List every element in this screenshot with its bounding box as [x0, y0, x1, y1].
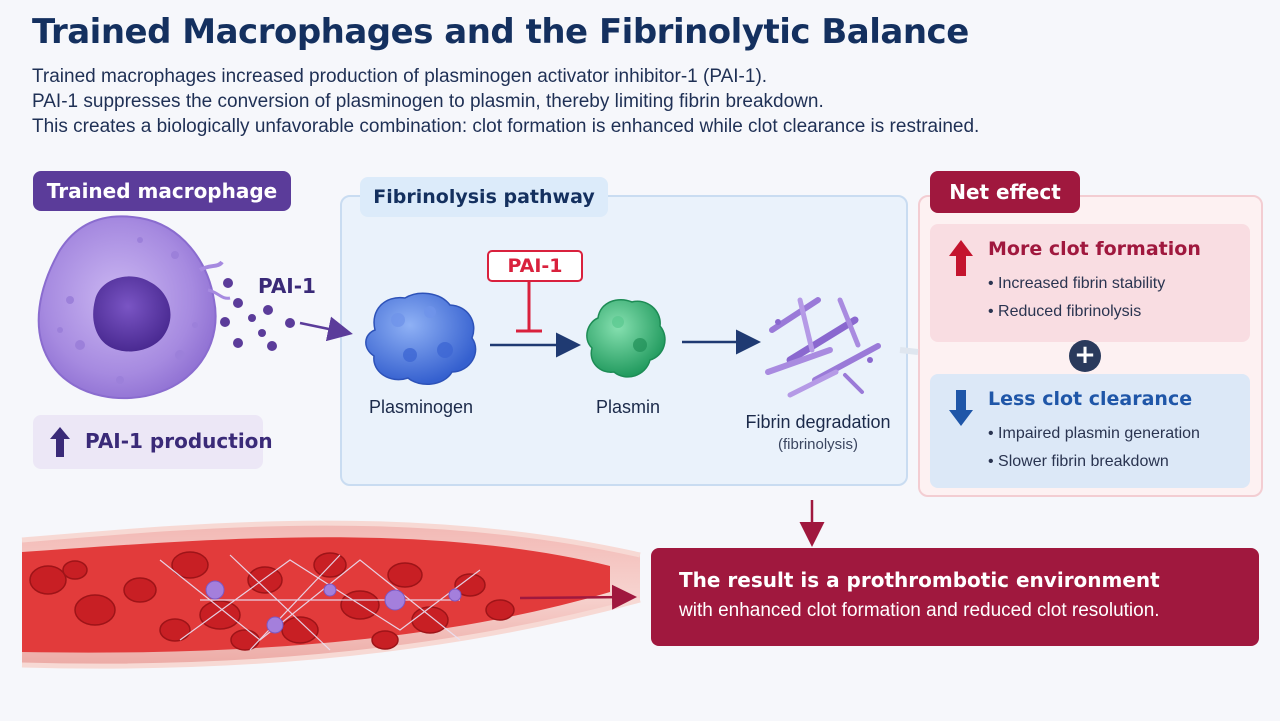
pai-1-particles-icon	[220, 278, 295, 351]
intro-line: Trained macrophages increased production…	[32, 66, 768, 87]
up-arrow-icon	[50, 427, 70, 457]
page-title: Trained Macrophages and the Fibrinolytic…	[32, 12, 969, 52]
intro-line: PAI-1 suppresses the conversion of plasm…	[32, 91, 824, 112]
less-clot-clearance-card: Less clot clearance Impaired plasmin gen…	[930, 374, 1250, 488]
list-item: Increased fibrin stability	[988, 270, 1165, 298]
list-item: Slower fibrin breakdown	[988, 448, 1200, 476]
fibrinolysis-pathway-header: Fibrinolysis pathway	[360, 177, 608, 217]
result-title: The result is a prothrombotic environmen…	[679, 568, 1160, 592]
plasmin-molecule-icon	[586, 298, 666, 378]
blood-vessel-clot-icon	[21, 520, 641, 669]
plus-icon: +	[1069, 340, 1101, 372]
fibrinolysis-sublabel: (fibrinolysis)	[777, 436, 858, 453]
down-arrow-icon	[949, 390, 973, 426]
pai-1-inhibitor-label: PAI-1	[487, 250, 583, 282]
intro-line: This creates a biologically unfavorable …	[32, 116, 980, 137]
secretion-arrow	[299, 316, 353, 342]
list-item: Impaired plasmin generation	[988, 420, 1200, 448]
fibrin-degradation-label: Fibrin degradation	[745, 412, 891, 432]
plasminogen-label: Plasminogen	[368, 397, 474, 417]
inhibition-bar-icon	[516, 282, 542, 333]
less-clot-clearance-list: Impaired plasmin generation Slower fibri…	[988, 420, 1200, 476]
macrophage-cell-icon	[37, 215, 231, 400]
more-clot-formation-card: More clot formation Increased fibrin sta…	[930, 224, 1250, 342]
plasmin-label: Plasmin	[595, 397, 661, 417]
pai-1-secreted-label: PAI-1	[258, 274, 316, 298]
trained-macrophage-header: Trained macrophage	[33, 171, 291, 211]
pai-1-production-label: PAI-1 production	[85, 429, 273, 453]
less-clot-clearance-title: Less clot clearance	[988, 388, 1193, 410]
up-arrow-icon	[949, 240, 973, 276]
intro-text: Trained macrophages increased production…	[32, 64, 1232, 139]
pai-1-production-badge: PAI-1 production	[33, 415, 273, 469]
more-clot-formation-list: Increased fibrin stability Reduced fibri…	[988, 270, 1165, 326]
more-clot-formation-title: More clot formation	[988, 238, 1201, 260]
plasminogen-molecule-icon	[365, 292, 477, 385]
list-item: Reduced fibrinolysis	[988, 298, 1165, 326]
result-subtitle: with enhanced clot formation and reduced…	[679, 600, 1160, 621]
result-box: The result is a prothrombotic environmen…	[651, 548, 1259, 646]
net-effect-header: Net effect	[930, 171, 1080, 213]
fibrin-fragments-icon	[765, 297, 881, 398]
